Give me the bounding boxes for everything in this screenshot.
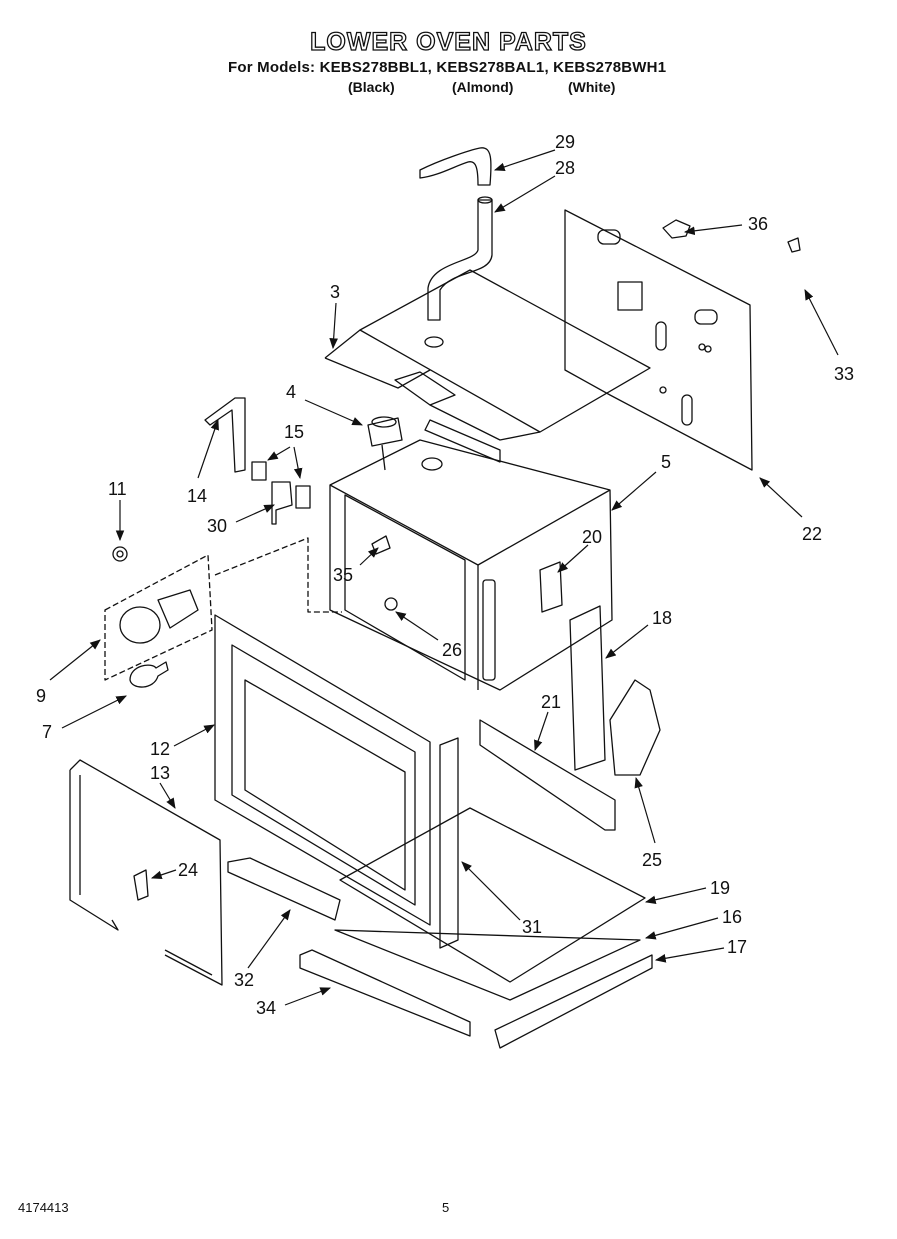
- callout-21: 21: [541, 692, 561, 712]
- arrow-18: [605, 624, 649, 659]
- arrow-15b: [293, 446, 303, 480]
- part-21-support: [479, 719, 616, 831]
- document-number: 4174413: [18, 1200, 69, 1215]
- variant-white: (White): [568, 79, 616, 95]
- callout-26: 26: [442, 640, 462, 660]
- callout-13: 13: [150, 763, 170, 783]
- arrow-5: [611, 471, 657, 511]
- part-4-sensor: [367, 417, 403, 447]
- callout-12: 12: [150, 739, 170, 759]
- part-7-bulb: [129, 661, 169, 688]
- arrow-28: [494, 175, 556, 213]
- variant-black: (Black): [348, 79, 395, 95]
- part-19-bottom-panel: [339, 807, 646, 983]
- arrow-4: [304, 399, 363, 426]
- page-title: LOWER OVEN PARTS: [310, 27, 587, 56]
- arrow-34: [284, 987, 332, 1006]
- callout-9: 9: [36, 686, 46, 706]
- arrow-12: [173, 724, 215, 747]
- part-13-gasket: [69, 759, 223, 986]
- part-12-front-frame: [214, 614, 431, 926]
- page-number: 5: [442, 1200, 450, 1215]
- callout-35: 35: [333, 565, 353, 585]
- arrow-15a: [267, 446, 291, 461]
- arrow-9: [49, 639, 101, 681]
- callout-18: 18: [652, 608, 672, 628]
- arrow-32: [247, 909, 291, 969]
- callout-24: 24: [178, 860, 198, 880]
- part-9-light-housing: [104, 554, 213, 681]
- part-11-nut: [112, 546, 128, 562]
- callout-22: 22: [802, 524, 822, 544]
- part-34-vent-grille: [299, 949, 471, 1037]
- part-5-oven-liner: [329, 439, 613, 691]
- callout-34: 34: [256, 998, 276, 1018]
- arrow-35: [359, 547, 379, 566]
- arrow-14: [197, 418, 219, 479]
- callout-32: 32: [234, 970, 254, 990]
- part-31-trim: [439, 737, 459, 949]
- callout-14: 14: [187, 486, 207, 506]
- part-28-vent-duct: [427, 199, 493, 321]
- callout-3: 3: [330, 282, 340, 302]
- part-24-clip: [133, 869, 149, 901]
- callout-4: 4: [286, 382, 296, 402]
- part-15-switch-a: [251, 461, 267, 481]
- arrow-20: [557, 544, 589, 573]
- callout-19: 19: [710, 878, 730, 898]
- arrow-16: [644, 917, 719, 940]
- callout-36: 36: [748, 214, 768, 234]
- arrow-25: [634, 776, 656, 844]
- callout-20: 20: [582, 527, 602, 547]
- part-3-top-panel: [359, 269, 651, 433]
- arrow-17: [654, 947, 725, 963]
- callout-11: 11: [108, 479, 127, 499]
- arrow-36: [683, 224, 743, 236]
- arrow-26: [395, 611, 439, 641]
- arrow-19: [644, 887, 707, 904]
- part-26-plug: [384, 597, 398, 611]
- part-18-hinge-channel: [569, 605, 606, 771]
- part-30-door-switch: [271, 481, 293, 525]
- callout-7: 7: [42, 722, 52, 742]
- arrow-3: [329, 302, 338, 350]
- part-17-rail: [494, 954, 653, 1049]
- callout-31: 31: [522, 917, 542, 937]
- arrow-24: [150, 869, 177, 880]
- part-29-vent-tube: [419, 147, 492, 186]
- callout-16: 16: [722, 907, 742, 927]
- arrow-30: [235, 504, 275, 523]
- arrow-29: [493, 149, 556, 172]
- arrow-7: [61, 695, 127, 729]
- callout-28: 28: [555, 158, 575, 178]
- arrow-22: [759, 477, 803, 518]
- part-15-switch-b: [295, 485, 311, 509]
- callout-5: 5: [661, 452, 671, 472]
- part-32-vent-cover: [227, 857, 341, 921]
- callout-30: 30: [207, 516, 227, 536]
- models-line: For Models: KEBS278BBL1, KEBS278BAL1, KE…: [228, 59, 667, 76]
- part-16-plate: [334, 929, 641, 1001]
- callout-15: 15: [284, 422, 304, 442]
- callout-29: 29: [555, 132, 575, 152]
- callout-17: 17: [727, 937, 747, 957]
- variant-almond: (Almond): [452, 79, 514, 95]
- part-20-plate: [539, 561, 563, 613]
- arrow-31: [461, 861, 521, 921]
- callout-25: 25: [642, 850, 662, 870]
- arrow-13: [159, 782, 176, 809]
- part-33-clip: [787, 237, 801, 253]
- callout-33: 33: [834, 364, 854, 384]
- part-22-back-panel: [564, 209, 753, 471]
- part-36-grommet: [662, 219, 691, 239]
- part-25-hinge: [609, 679, 661, 776]
- arrow-21: [534, 711, 549, 752]
- part-14-bracket: [204, 397, 246, 473]
- arrow-33: [804, 289, 839, 356]
